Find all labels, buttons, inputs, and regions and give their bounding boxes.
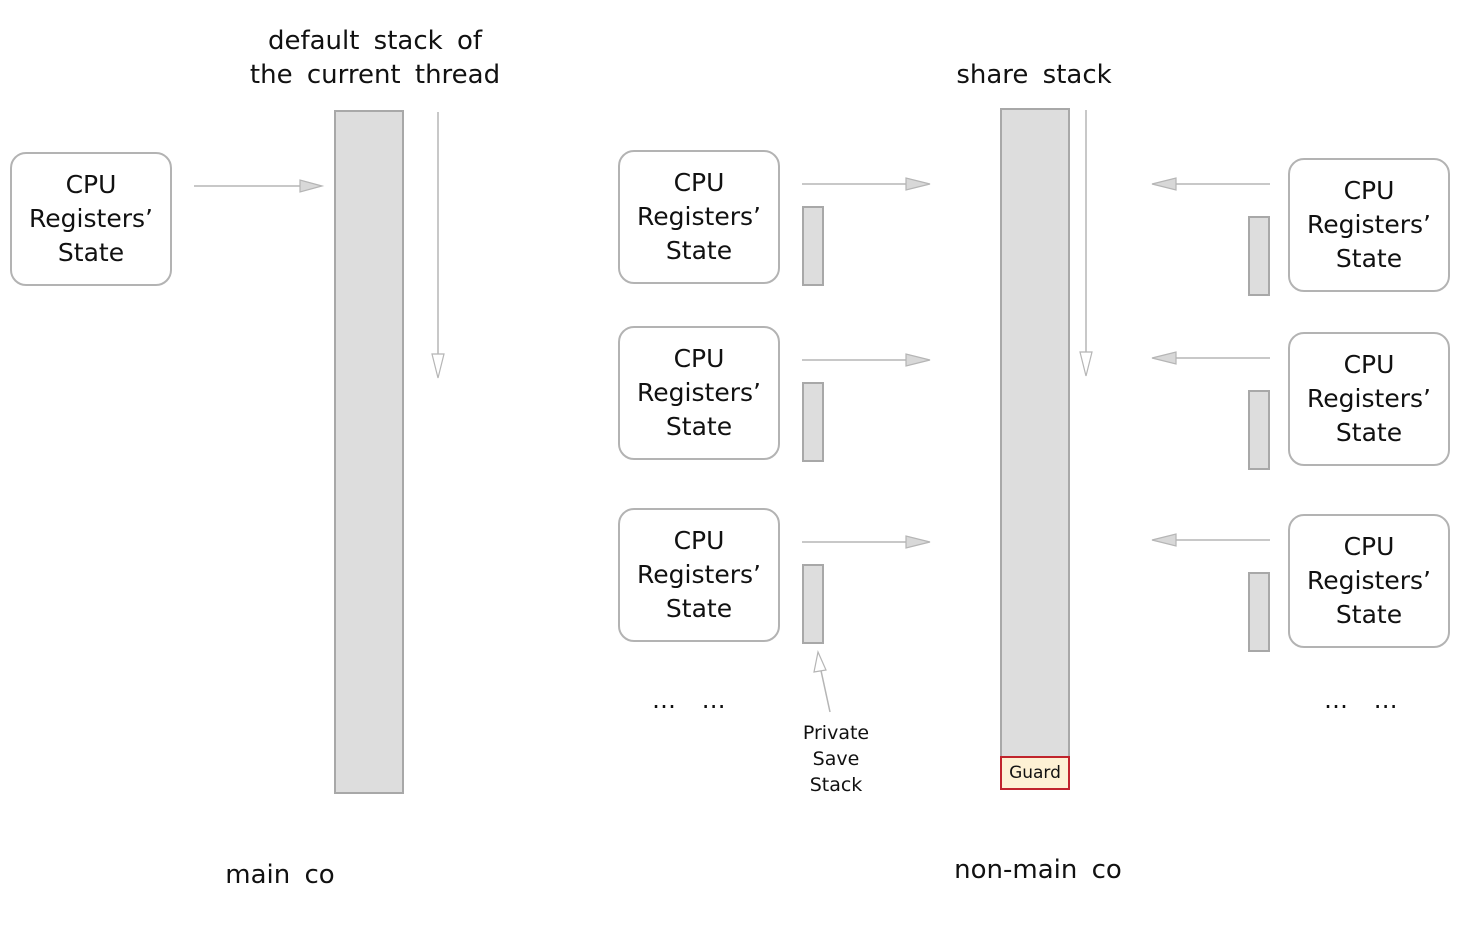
default-stack-bar <box>334 110 404 794</box>
cpu-box-line1: CPU <box>1343 350 1395 379</box>
arrowhead-right-1 <box>1151 177 1177 191</box>
cpu-registers-box-right-2: CPU Registers’ State <box>1288 332 1450 466</box>
private-save-stack-right-2 <box>1248 390 1270 470</box>
cpu-box-line2: Registers’ <box>1307 210 1431 239</box>
arrowhead-left-1 <box>905 177 931 191</box>
cpu-box-line3: State <box>1335 244 1403 273</box>
main-co-label: main co <box>225 860 335 890</box>
private-save-stack-caption: Private Save Stack <box>786 720 886 798</box>
guard-label: Guard <box>1009 763 1061 783</box>
cpu-box-line1: CPU <box>65 170 117 199</box>
cpu-registers-box-left-1: CPU Registers’ State <box>618 150 780 284</box>
arrowhead-default-stack <box>431 353 445 379</box>
default-stack-title-line1: default stack of <box>267 26 483 56</box>
arrowhead-share-stack <box>1079 351 1093 377</box>
arrowhead-left-3 <box>905 535 931 549</box>
cpu-box-line3: State <box>57 238 125 267</box>
cpu-box-line1: CPU <box>673 168 725 197</box>
cpu-box-line1: CPU <box>1343 176 1395 205</box>
arrow-caption-pointer <box>819 665 831 713</box>
non-main-co-label: non-main co <box>954 855 1122 885</box>
cpu-registers-box-left-3: CPU Registers’ State <box>618 508 780 642</box>
arrowhead-right-2 <box>1151 351 1177 365</box>
cpu-box-line3: State <box>665 412 733 441</box>
cpu-box-line2: Registers’ <box>637 378 761 407</box>
private-save-stack-right-3 <box>1248 572 1270 652</box>
ellipsis-right: … … <box>1324 686 1400 714</box>
cpu-box-line3: State <box>665 594 733 623</box>
share-stack-title: share stack <box>956 60 1112 90</box>
cpu-box-line1: CPU <box>673 526 725 555</box>
cpu-box-line3: State <box>665 236 733 265</box>
cpu-box-line3: State <box>1335 418 1403 447</box>
default-stack-title-line2: the current thread <box>249 60 501 90</box>
private-save-stack-left-1 <box>802 206 824 286</box>
guard-page: Guard <box>1000 756 1070 790</box>
cpu-box-line2: Registers’ <box>1307 566 1431 595</box>
private-save-stack-left-3 <box>802 564 824 644</box>
cpu-registers-box-right-1: CPU Registers’ State <box>1288 158 1450 292</box>
caption-line3: Stack <box>809 774 863 796</box>
caption-line2: Save <box>812 748 860 770</box>
cpu-registers-box-main: CPU Registers’ State <box>10 152 172 286</box>
cpu-box-line1: CPU <box>673 344 725 373</box>
cpu-box-line2: Registers’ <box>637 202 761 231</box>
cpu-registers-box-left-2: CPU Registers’ State <box>618 326 780 460</box>
arrowhead-caption <box>813 650 827 673</box>
arrowhead-right-3 <box>1151 533 1177 547</box>
private-save-stack-left-2 <box>802 382 824 462</box>
caption-line1: Private <box>802 722 870 744</box>
arrowhead-left-2 <box>905 353 931 367</box>
share-stack-bar <box>1000 108 1070 758</box>
cpu-box-line2: Registers’ <box>29 204 153 233</box>
arrowhead-main-cpu <box>299 179 325 193</box>
cpu-box-line1: CPU <box>1343 532 1395 561</box>
cpu-box-line2: Registers’ <box>637 560 761 589</box>
ellipsis-left: … … <box>652 686 728 714</box>
cpu-box-line3: State <box>1335 600 1403 629</box>
cpu-box-line2: Registers’ <box>1307 384 1431 413</box>
cpu-registers-box-right-3: CPU Registers’ State <box>1288 514 1450 648</box>
private-save-stack-right-1 <box>1248 216 1270 296</box>
